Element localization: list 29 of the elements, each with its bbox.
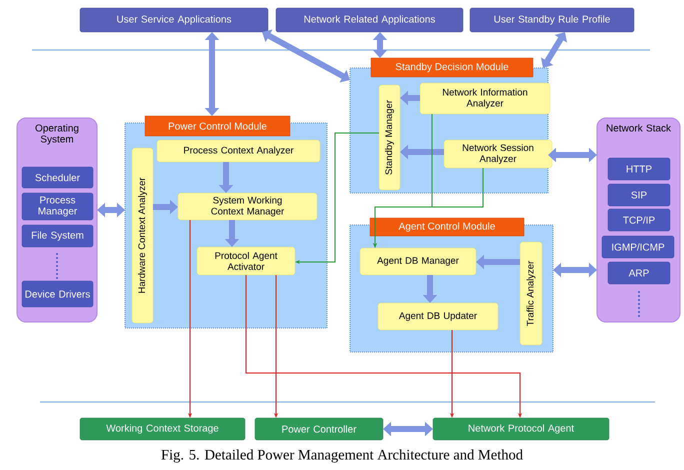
figure-caption: Fig. 5. Detailed Power Management Architecture and Method — [161, 449, 523, 463]
component-box: Standby Manager — [378, 84, 400, 190]
app-box: Network Related Applications — [276, 8, 464, 32]
output-box: Power Controller — [254, 418, 384, 440]
component-box: Network Information Analyzer — [420, 82, 550, 114]
app-box: User Standby Rule Profile — [470, 8, 634, 32]
layer-box: ARP — [608, 262, 670, 284]
layer-box: Device Drivers — [22, 280, 94, 308]
title-tab: Standby Decision Module — [370, 58, 534, 78]
layer-box: IGMP/ICMP — [602, 236, 674, 258]
component-box: Process Context Analyzer — [156, 140, 320, 162]
layer-box: Scheduler — [22, 166, 94, 188]
output-box: Network Protocol Agent — [432, 418, 610, 440]
title-tab: Power Control Module — [144, 116, 290, 136]
layer-box: TCP/IP — [608, 208, 670, 232]
component-box: Agent DB Manager — [360, 248, 476, 276]
component-box: Traffic Analyzer — [520, 242, 542, 346]
layer-box: File System — [22, 224, 94, 248]
component-box: Hardware Context Analyzer — [132, 148, 154, 324]
app-box: User Service Applications — [80, 8, 268, 32]
output-box: Working Context Storage — [80, 418, 246, 440]
layer-box: SIP — [608, 184, 670, 206]
component-box: Agent DB Updater — [378, 302, 498, 330]
title-tab: Agent Control Module — [370, 218, 524, 236]
component-box: System Working Context Manager — [178, 192, 318, 220]
component-box: Protocol Agent Activator — [196, 246, 296, 276]
layer-box: Process Manager — [22, 192, 94, 220]
component-box: Network Session Analyzer — [444, 140, 552, 168]
layer-box: HTTP — [608, 158, 670, 180]
